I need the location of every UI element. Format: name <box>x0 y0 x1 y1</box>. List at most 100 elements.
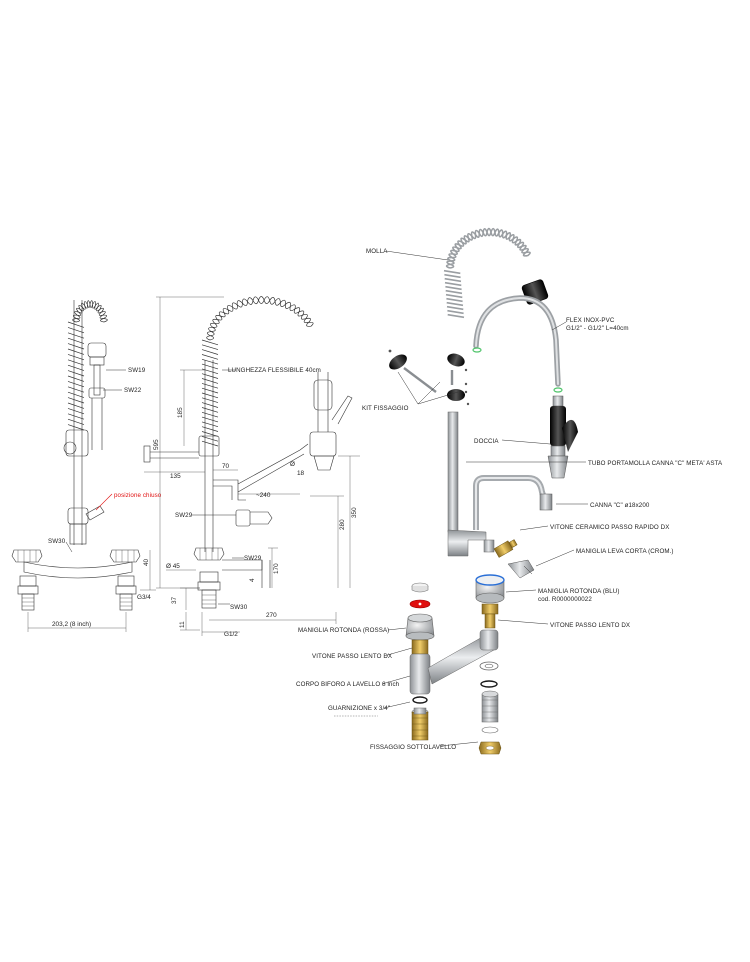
left-knob-stack <box>405 582 435 641</box>
side-holder-plate <box>143 445 151 463</box>
tubo-part <box>447 411 459 533</box>
side-gun-body <box>313 379 333 411</box>
maniglia-rossa-leader <box>387 627 407 631</box>
side-sw30-label: SW30 <box>230 604 248 611</box>
side-dim-18: 18 <box>297 470 305 477</box>
side-holder <box>198 435 220 457</box>
side-spring <box>201 296 314 447</box>
side-gun-nozzle <box>313 455 335 471</box>
spring-coil <box>443 269 465 319</box>
guarnizione-leader <box>383 701 411 709</box>
side-dim-70: 70 <box>222 463 230 470</box>
side-phi: Ø <box>290 461 295 468</box>
molla-leader <box>385 250 449 261</box>
front-column <box>73 300 83 545</box>
kit-leaders <box>397 371 459 405</box>
side-dim-240: ~240 <box>256 492 271 499</box>
front-dim-40-line <box>140 550 156 591</box>
side-dim-170-line <box>268 547 278 588</box>
corpo-biforo-part <box>409 629 499 695</box>
side-view: 595 185 135 70 ~240 Ø 18 350 280 LUNGHEZ… <box>143 296 360 638</box>
front-knob-left <box>11 549 43 563</box>
right-knob-stack <box>475 574 505 629</box>
spring-coil <box>445 227 531 269</box>
side-dim-11-line <box>180 612 200 631</box>
doccia-part <box>547 395 578 479</box>
front-posizione-label: posizione chiuso <box>114 492 162 499</box>
corpo-label: CORPO BIFORO A LAVELLO 8 inch <box>296 681 400 688</box>
side-dim-170: 170 <box>273 563 280 574</box>
front-dim-203-line <box>27 612 127 632</box>
front-posizione-leader <box>95 493 113 511</box>
side-knob <box>193 547 225 561</box>
side-leg-thread <box>201 589 217 609</box>
front-head-neck <box>89 356 105 366</box>
kit-fissaggio-parts <box>388 349 470 406</box>
side-leg-threads <box>202 594 216 605</box>
front-view: 203,2 (8 inch) 40 G3/4 SW19 SW22 posizio… <box>11 300 162 632</box>
vitone-lento-l-label: VITONE PASSO LENTO DX <box>312 653 392 660</box>
flex-hose-highlight <box>475 296 559 385</box>
flex-label-2: G1/2" - G1/2" L=40cm <box>566 325 629 332</box>
front-sw30-leader <box>65 541 73 553</box>
maniglia-leva-leader <box>535 549 575 567</box>
front-leg-right <box>115 575 137 611</box>
side-gun-head <box>309 431 337 457</box>
exploded-view: MOLLA FLEX INOX-PVC G1/2" - G1/2" L=40cm… <box>296 227 723 755</box>
front-sw19-label: SW19 <box>128 367 146 374</box>
front-gun-pipe <box>93 364 101 396</box>
side-dim-37-line <box>180 587 200 610</box>
maniglia-leva-label: MANIGLIA LEVA CORTA (CROM.) <box>576 548 674 555</box>
doccia-leader <box>501 439 551 445</box>
vitone-lento-r-label: VITONE PASSO LENTO DX <box>550 622 630 629</box>
side-dim-135: 135 <box>170 473 181 480</box>
guarnizione-label: GUARNIZIONE x 3/4" <box>328 705 390 712</box>
vitone-ceramico-label: VITONE CERAMICO PASSO RAPIDO DX <box>550 524 669 531</box>
front-body-bar <box>23 561 133 579</box>
front-hose <box>91 398 103 450</box>
side-gun-hose <box>317 372 329 432</box>
fissaggio-label: FISSAGGIO SOTTOLAVELLO <box>370 744 456 751</box>
side-dim-37: 37 <box>171 596 178 604</box>
flex-oring-bottom <box>553 387 563 393</box>
tubo-label: TUBO PORTAMOLLA CANNA "C" META' ASTA <box>588 460 723 467</box>
side-valve-lever <box>250 511 273 525</box>
side-sw29a-label: SW29 <box>175 512 193 519</box>
front-valve <box>67 507 89 525</box>
side-holder-arm <box>150 451 199 459</box>
side-dim-350-line <box>338 455 360 588</box>
side-body-leg <box>261 560 271 588</box>
maniglia-blu-label-1: MANIGLIA ROTONDA (BLU) <box>538 588 620 595</box>
flex-leader <box>551 321 567 331</box>
side-dim-350: 350 <box>351 507 358 518</box>
exploded-spring <box>443 227 531 319</box>
side-dim-270: 270 <box>266 612 277 619</box>
front-sw30-label: SW30 <box>48 538 66 545</box>
right-fixing-stack <box>478 690 502 755</box>
spring-coil <box>201 339 219 447</box>
canna-nut <box>539 493 553 511</box>
side-dim-g12-line <box>201 612 240 636</box>
canna-label: CANNA "C" ø18x200 <box>590 502 650 509</box>
side-dim-595: 595 <box>153 439 160 450</box>
molla-label: MOLLA <box>366 248 388 255</box>
kit-label: KIT FISSAGGIO <box>362 405 409 412</box>
valve-assembly <box>447 529 535 579</box>
side-dim-270-line <box>209 612 337 624</box>
vitone-lento-l-leader <box>383 647 413 657</box>
spring-coil <box>72 300 108 323</box>
spring-coil <box>67 321 85 431</box>
side-dim-280: 280 <box>339 519 346 530</box>
vitone-ceramico-leader <box>519 525 549 531</box>
side-dim-595-line <box>156 296 224 589</box>
front-sw22-label: SW22 <box>124 387 142 394</box>
doccia-label: DOCCIA <box>474 438 499 445</box>
side-spout-arm <box>237 443 309 493</box>
canna-highlight <box>475 477 545 530</box>
side-spout-base <box>213 479 246 501</box>
flex-label-1: FLEX INOX-PVC <box>566 317 615 324</box>
canna-part <box>473 475 547 530</box>
side-dim-g12: G1/2 <box>224 631 238 638</box>
side-leg-top <box>199 571 219 583</box>
maniglia-rossa-label: MANIGLIA ROTONDA (ROSSA) <box>298 627 389 634</box>
